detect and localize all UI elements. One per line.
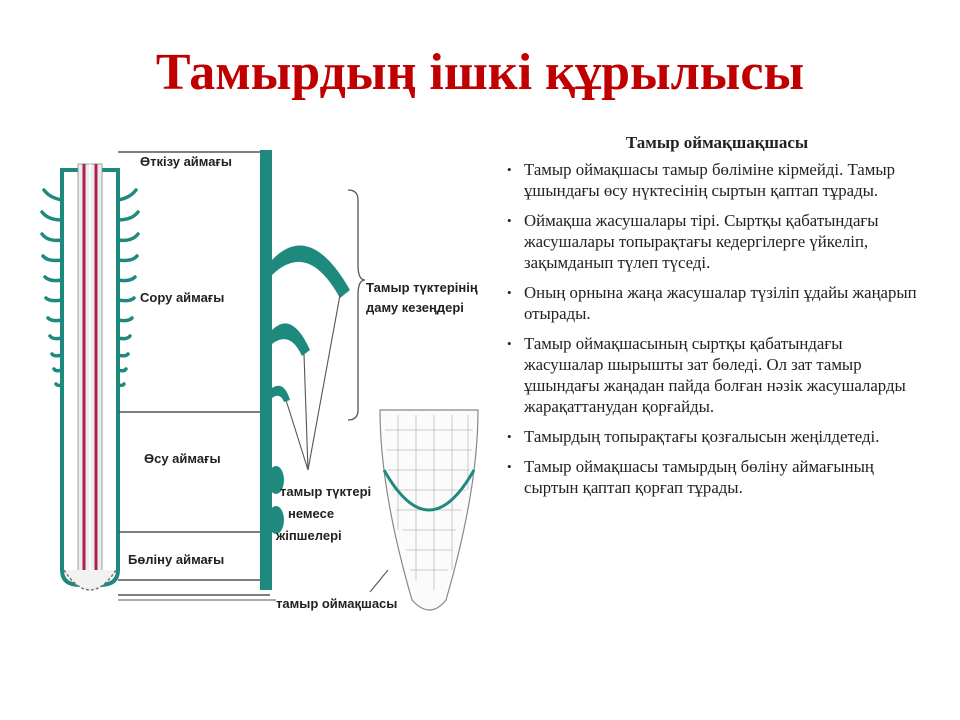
hair-medium (272, 323, 310, 356)
bullet-text: Тамыр оймақшасының сыртқы қабатындағы жа… (524, 334, 906, 416)
slide-title: Тамырдың ішкі құрылысы (155, 44, 805, 101)
root-tip-detail (379, 409, 479, 611)
root-hairs (40, 188, 140, 388)
bullet-icon: • (507, 162, 512, 177)
bullet-text: Тамырдың топырақтағы қозғалысын жеңілдет… (524, 427, 880, 446)
list-item: • Тамыр оймақшасы тамырдың бөліну аймағын… (507, 456, 919, 498)
hair-long (272, 245, 350, 298)
text-panel: Тамыр оймақшақшасы • Тамыр оймақшасы тамы… (507, 133, 919, 507)
bullet-text: Тамыр оймақшасы тамырдың бөліну аймағыны… (524, 457, 874, 497)
zone-label-division: Бөліну аймағы (128, 552, 224, 567)
list-item: • Тамыр оймақшасының сыртқы қабатындағы … (507, 333, 919, 417)
bullet-text: Оның орнына жаңа жасушалар түзіліп ұдайы… (524, 283, 917, 323)
bullet-text: Тамыр оймақшасы тамыр бөліміне кірмейді.… (524, 160, 896, 200)
root-hairs-label-line1: тамыр түктері (280, 484, 371, 499)
bullet-icon: • (507, 213, 512, 228)
root-hair-development (260, 150, 350, 590)
list-item: • Оның орнына жаңа жасушалар түзіліп ұдай… (507, 282, 919, 324)
zone-label-conduction: Өткізу аймағы (140, 154, 232, 169)
zone-dividers (118, 151, 270, 596)
list-item: • Тамыр оймақшасы тамыр бөліміне кірмейді… (507, 159, 919, 201)
stages-bracket (347, 189, 366, 421)
root-hairs-label-line3: жіпшелері (275, 528, 342, 543)
bullet-icon: • (507, 285, 512, 300)
hair-leader-lines (285, 294, 341, 471)
list-item: • Тамырдың топырақтағы қозғалысын жеңілд… (507, 426, 919, 447)
zone-label-growth: Өсу аймағы (144, 451, 221, 466)
hair-short (272, 385, 290, 402)
hair-stages-label-line1: Тамыр түктерінің (366, 280, 478, 295)
list-item: • Оймақша жасушалары тірі. Сыртқы қабаты… (507, 210, 919, 273)
root-structure-diagram: Өткізу аймағы Сору аймағы Өсу аймағы Бөл… (40, 130, 520, 630)
zone-label-absorption: Сору аймағы (140, 290, 224, 305)
bullet-icon: • (507, 336, 512, 351)
bullet-list: • Тамыр оймақшасы тамыр бөліміне кірмейді… (507, 159, 919, 498)
root-drawing (40, 163, 140, 591)
bullet-icon: • (507, 429, 512, 444)
bullet-text: Оймақша жасушалары тірі. Сыртқы қабатынд… (524, 211, 879, 272)
root-cap (63, 569, 117, 591)
root-cap-label: тамыр оймақшасы (276, 596, 397, 611)
text-panel-subtitle: Тамыр оймақшақшасы (625, 133, 809, 152)
bullet-icon: • (507, 459, 512, 474)
root-hairs-label-line2: немесе (288, 506, 334, 521)
hair-stages-label-line2: даму кезеңдері (366, 300, 464, 315)
